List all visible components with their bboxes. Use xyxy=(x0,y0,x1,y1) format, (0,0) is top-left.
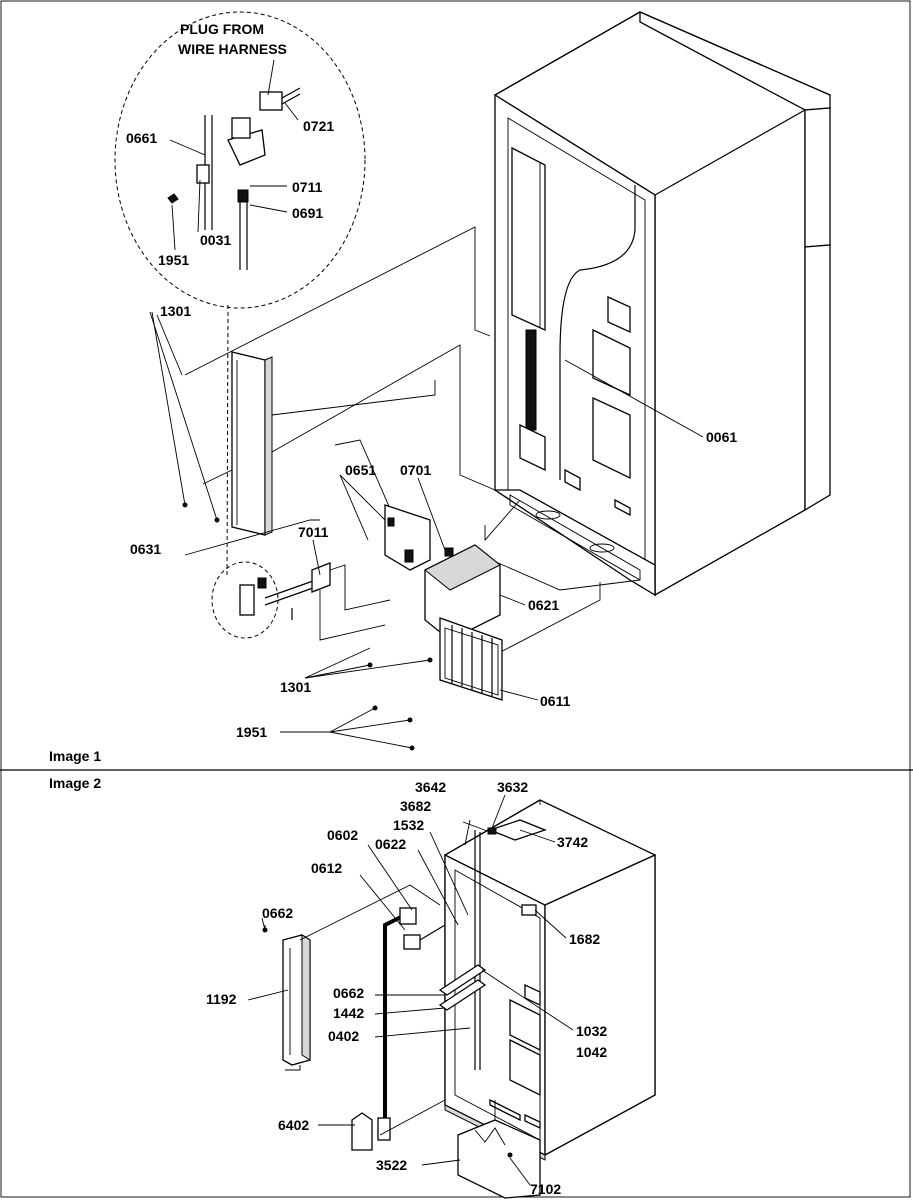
label-1301-bottom: 1301 xyxy=(280,679,311,695)
label-1951-bottom: 1951 xyxy=(236,724,267,740)
label-3742: 3742 xyxy=(557,834,588,850)
label-3632: 3632 xyxy=(497,779,528,795)
label-7102: 7102 xyxy=(530,1181,561,1197)
assembly-lines-2 xyxy=(262,884,496,1136)
label-0651: 0651 xyxy=(345,462,376,478)
label-1532: 1532 xyxy=(393,817,424,833)
label-1032: 1032 xyxy=(576,1023,607,1039)
label-1442: 1442 xyxy=(333,1005,364,1021)
label-0621: 0621 xyxy=(528,597,559,613)
bracket-6402 xyxy=(351,1112,373,1151)
image1-panel: PLUG FROM WIRE HARNESS 0721 0661 0711 06… xyxy=(49,11,832,764)
label-0662-mid: 0662 xyxy=(333,985,364,1001)
label-1682: 1682 xyxy=(569,931,600,947)
label-0721: 0721 xyxy=(303,118,334,134)
grille-0611 xyxy=(439,617,503,701)
label-0631: 0631 xyxy=(130,541,161,557)
label-0622: 0622 xyxy=(375,836,406,852)
label-1951-top: 1951 xyxy=(158,252,189,268)
label-1301-top: 1301 xyxy=(160,303,191,319)
label-0701: 0701 xyxy=(400,462,431,478)
label-1042: 1042 xyxy=(576,1044,607,1060)
label-0612: 0612 xyxy=(311,860,342,876)
image2-panel: Image 2 xyxy=(49,775,656,1199)
label-3682: 3682 xyxy=(400,798,431,814)
wire-harness-plug-icon xyxy=(259,91,283,111)
caption-image2: Image 2 xyxy=(49,775,101,791)
label-1192: 1192 xyxy=(206,991,237,1007)
lower-detail-circle xyxy=(211,304,391,641)
caption-image1: Image 1 xyxy=(49,748,101,764)
callout-line2: WIRE HARNESS xyxy=(178,41,287,57)
callout-line1: PLUG FROM xyxy=(180,21,264,37)
label-0661: 0661 xyxy=(126,130,157,146)
label-0031: 0031 xyxy=(200,232,231,248)
access-panel-0631 xyxy=(231,351,273,536)
label-0711: 0711 xyxy=(292,179,323,195)
detail-callout-circle xyxy=(114,11,366,309)
label-3642: 3642 xyxy=(415,779,446,795)
label-6402: 6402 xyxy=(278,1117,309,1133)
access-panel-1192 xyxy=(282,934,311,1066)
label-0611: 0611 xyxy=(540,693,571,709)
label-0061: 0061 xyxy=(706,429,737,445)
refrigerator-cabinet-1 xyxy=(492,11,832,597)
label-3522: 3522 xyxy=(376,1157,407,1173)
label-0691: 0691 xyxy=(292,205,323,221)
tube-assembly-0612 xyxy=(377,907,446,1141)
leader-lines-2 xyxy=(247,794,574,1186)
label-0602: 0602 xyxy=(327,827,358,843)
label-0662-top: 0662 xyxy=(262,905,293,921)
cover-0621 xyxy=(424,544,501,641)
bracket-0651 xyxy=(384,504,431,571)
label-0402: 0402 xyxy=(328,1028,359,1044)
leader-lines-1 xyxy=(149,59,704,749)
refrigerator-cabinet-2 xyxy=(438,799,656,1161)
label-7011: 7011 xyxy=(298,524,329,540)
